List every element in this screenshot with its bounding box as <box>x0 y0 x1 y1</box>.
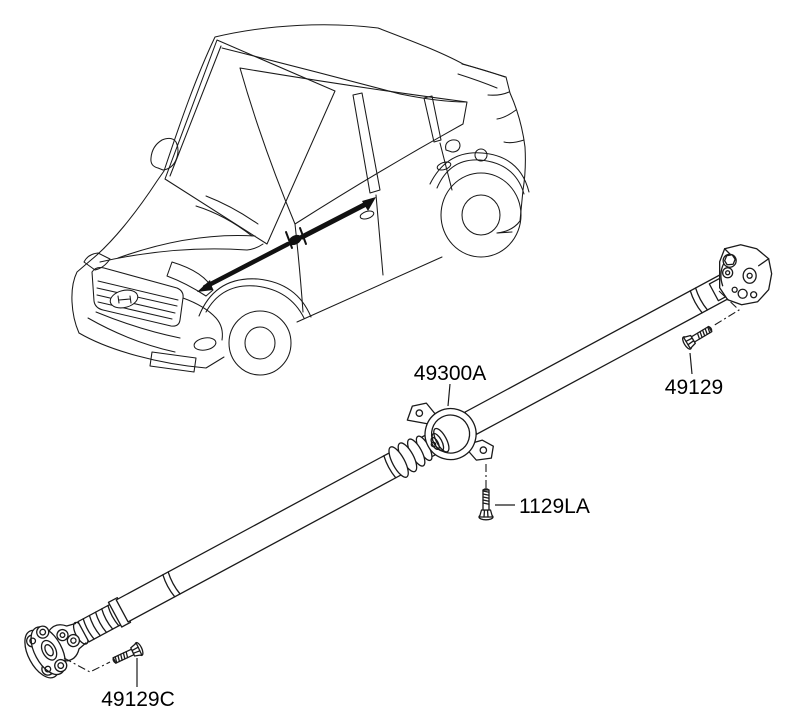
part-label-shaft-assembly[interactable]: 49300A <box>414 362 486 385</box>
front-flange-bolt-drawing <box>112 641 144 664</box>
flange-yoke <box>24 625 68 679</box>
front-grille <box>83 252 223 373</box>
leader-line-49129 <box>689 352 693 375</box>
propeller-shaft-drawing <box>24 244 773 679</box>
rear-coupling-bolt-drawing <box>682 325 713 350</box>
part-label-center-bearing-bolt[interactable]: 1129LA <box>519 495 590 518</box>
part-label-front-flange-bolt[interactable]: 49129C <box>101 688 175 711</box>
side-mirror <box>150 137 179 171</box>
universal-joint <box>48 621 89 662</box>
headlamp-right <box>166 261 214 297</box>
c-pillar <box>423 95 442 143</box>
center-bearing-bolt-drawing <box>478 488 494 521</box>
leader-line-49300A <box>447 383 451 407</box>
taillight-line <box>496 109 517 120</box>
windshield <box>164 39 336 245</box>
shaft-tube-front <box>115 452 402 623</box>
brand-logo-icon <box>109 289 139 309</box>
side-windows <box>239 67 468 225</box>
door-handle-rear <box>436 161 452 171</box>
rear-wheel <box>429 152 530 258</box>
front-wheel <box>198 278 312 376</box>
driveshaft-position-arrow <box>197 197 376 292</box>
license-plate <box>149 351 197 373</box>
headlamp-left <box>83 252 111 271</box>
fog-lamp <box>193 337 217 351</box>
shaft-tube-rear <box>464 272 739 435</box>
companion-flange <box>719 244 773 306</box>
alignment-line-front-bolt <box>63 657 111 673</box>
alignment-line-rear-bolt <box>712 290 740 327</box>
fuel-door <box>474 148 488 162</box>
part-label-rear-coupling-bolt[interactable]: 49129 <box>665 376 723 399</box>
far-side-mirror <box>445 139 461 153</box>
b-pillar <box>352 92 381 194</box>
door-handle-front <box>359 210 375 220</box>
center-bearing <box>424 407 477 461</box>
vehicle-outline-illustration <box>71 24 530 376</box>
